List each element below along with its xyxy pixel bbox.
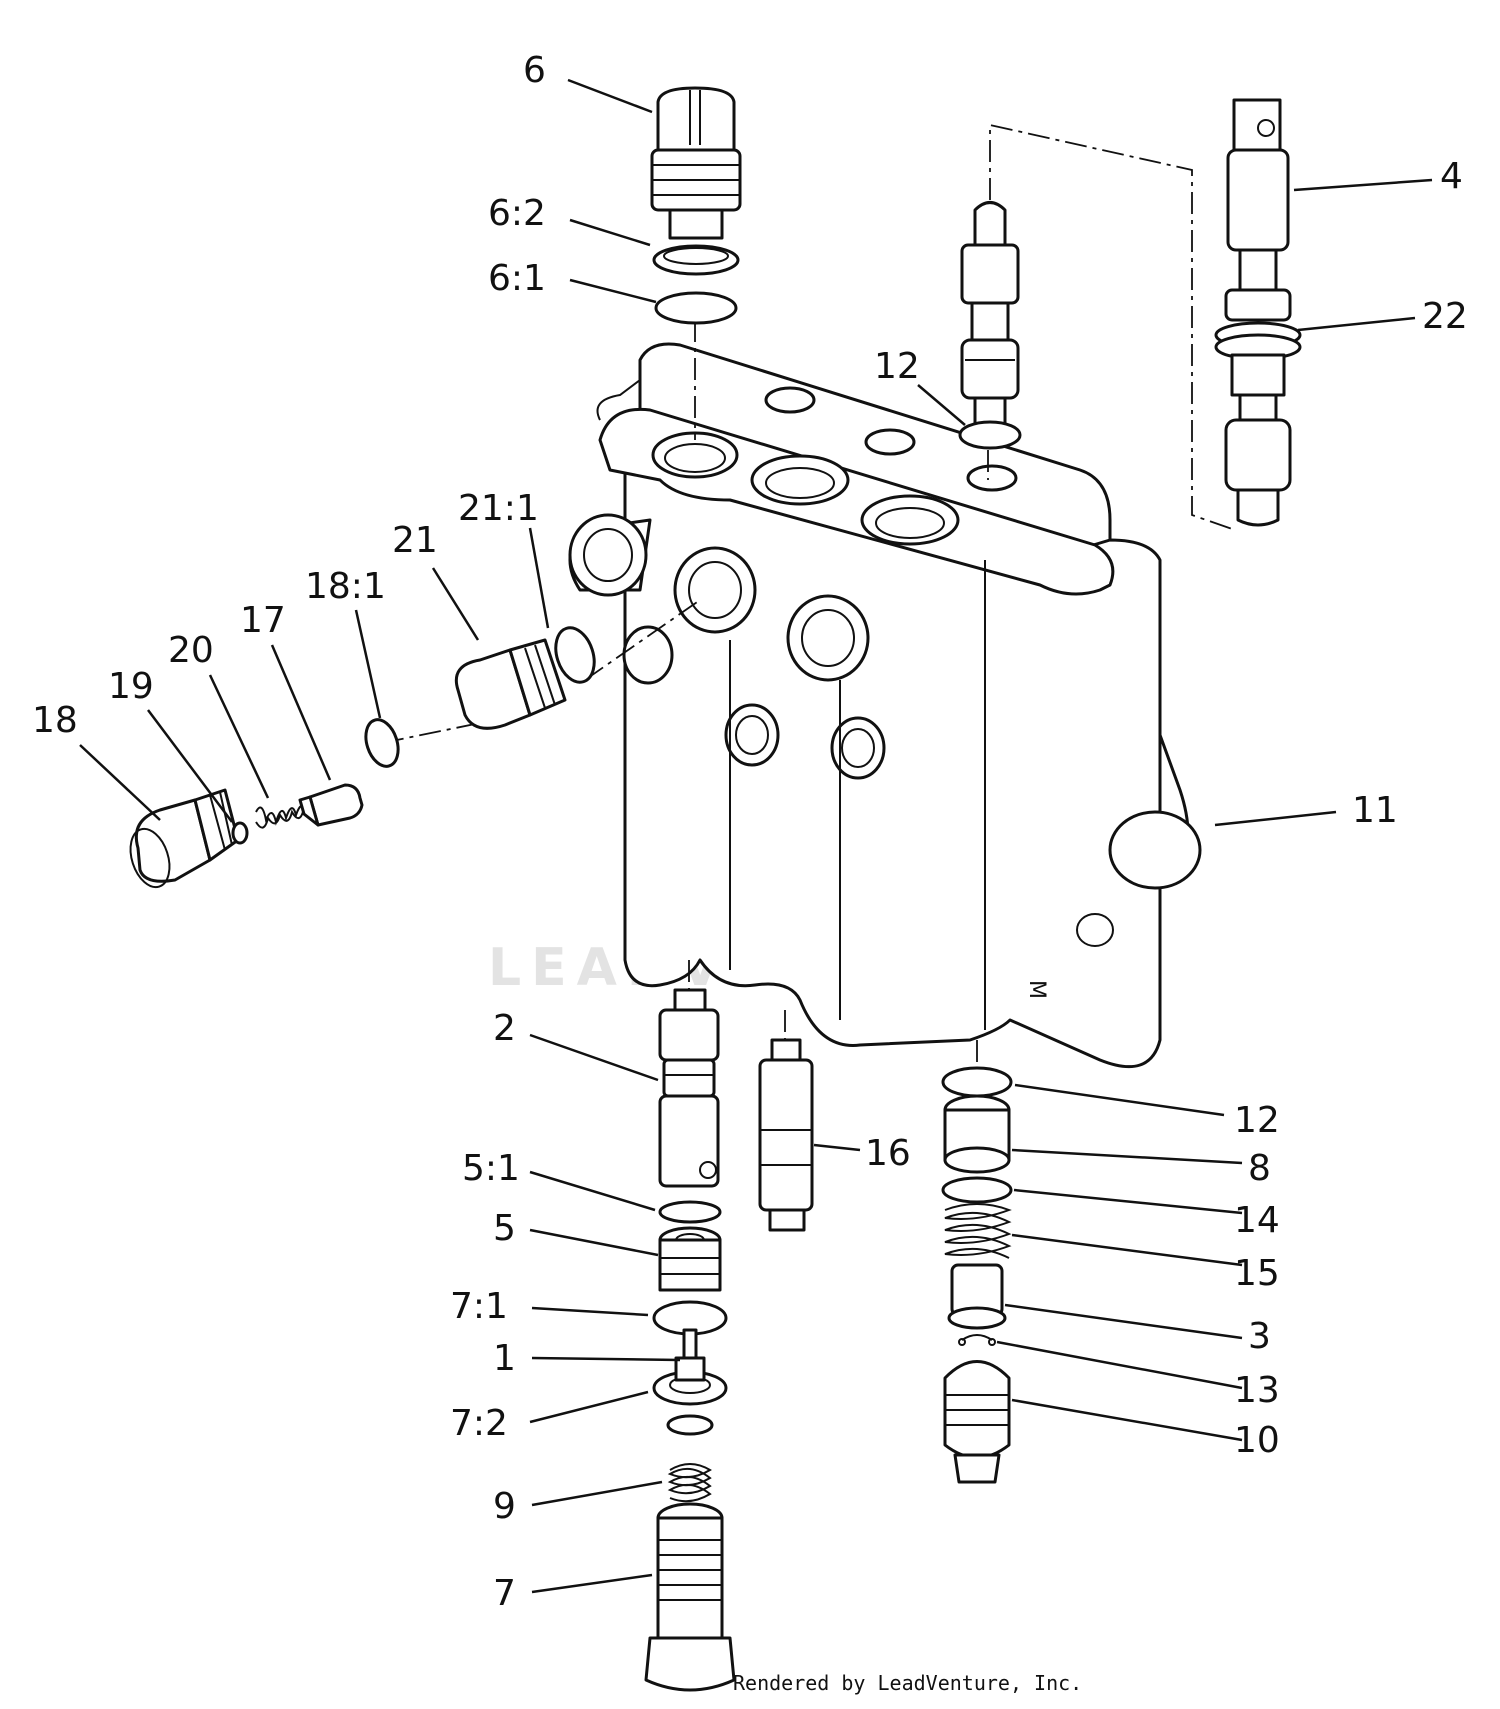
part-6-plug (650, 86, 742, 240)
part-20-spring (255, 804, 307, 829)
part-6-1-o-ring (654, 291, 738, 325)
label-10: 10 (1234, 1420, 1280, 1461)
label-20: 20 (168, 630, 214, 671)
part-10-plug (943, 1360, 1011, 1484)
label-22: 22 (1422, 296, 1468, 337)
label-12-top: 12 (874, 346, 920, 387)
label-9: 9 (493, 1486, 516, 1527)
part-spool-top (960, 201, 1020, 432)
label-5-1: 5:1 (462, 1148, 520, 1189)
part-6-2-ring (652, 244, 740, 276)
part-4-spool (1214, 98, 1302, 527)
label-18-1: 18:1 (305, 566, 386, 607)
part-2-spool (658, 988, 720, 1188)
label-7-2: 7:2 (450, 1403, 508, 1444)
part-12-o-ring-top (958, 420, 1022, 450)
part-17-poppet (298, 783, 364, 827)
part-7-2-washer (652, 1356, 728, 1436)
label-3: 3 (1248, 1316, 1271, 1357)
body-marking: M (1024, 980, 1049, 999)
part-1-pin (682, 1328, 698, 1360)
part-18-cap (129, 788, 240, 889)
label-6-2: 6:2 (488, 193, 546, 234)
label-15: 15 (1234, 1253, 1280, 1294)
label-4: 4 (1440, 156, 1463, 197)
part-5-1-o-ring (658, 1200, 722, 1224)
part-19-ball (231, 821, 249, 845)
label-7: 7 (493, 1573, 516, 1614)
label-18: 18 (32, 700, 78, 741)
label-16: 16 (865, 1133, 911, 1174)
label-13: 13 (1234, 1370, 1280, 1411)
part-14-ring (941, 1176, 1013, 1204)
label-12-bottom: 12 (1234, 1100, 1280, 1141)
part-7-housing (644, 1502, 736, 1692)
label-5: 5 (493, 1208, 516, 1249)
part-3-poppet (947, 1263, 1007, 1330)
credit-line: Rendered by LeadVenture, Inc. (733, 1671, 1082, 1695)
label-7-1: 7:1 (450, 1286, 508, 1327)
label-14: 14 (1234, 1200, 1280, 1241)
valve-body: M (568, 342, 1202, 1069)
part-15-spring (944, 1203, 1012, 1259)
label-6-1: 6:1 (488, 258, 546, 299)
label-21: 21 (392, 520, 438, 561)
label-19: 19 (108, 666, 154, 707)
part-9-spring (667, 1463, 712, 1503)
label-8: 8 (1248, 1148, 1271, 1189)
label-21-1: 21:1 (458, 488, 539, 529)
label-6: 6 (523, 50, 546, 91)
part-labels: 6 6:2 6:1 4 22 12 21:1 21 18:1 17 20 19 … (32, 50, 1468, 1614)
part-16-spool (758, 1038, 814, 1232)
part-12-o-ring-bottom (941, 1066, 1013, 1098)
assembly-lines (381, 123, 1236, 1070)
part-8-cap (943, 1094, 1011, 1174)
label-11: 11 (1352, 790, 1398, 831)
label-17: 17 (240, 600, 286, 641)
label-1: 1 (493, 1338, 516, 1379)
label-2: 2 (493, 1008, 516, 1049)
part-18-1-o-ring (364, 718, 400, 768)
part-21-plug (454, 638, 567, 730)
part-5-seat (658, 1226, 722, 1292)
part-13-ring (958, 1334, 996, 1346)
part-21-1-o-ring (554, 626, 596, 684)
leader-lines (79, 78, 1433, 1594)
